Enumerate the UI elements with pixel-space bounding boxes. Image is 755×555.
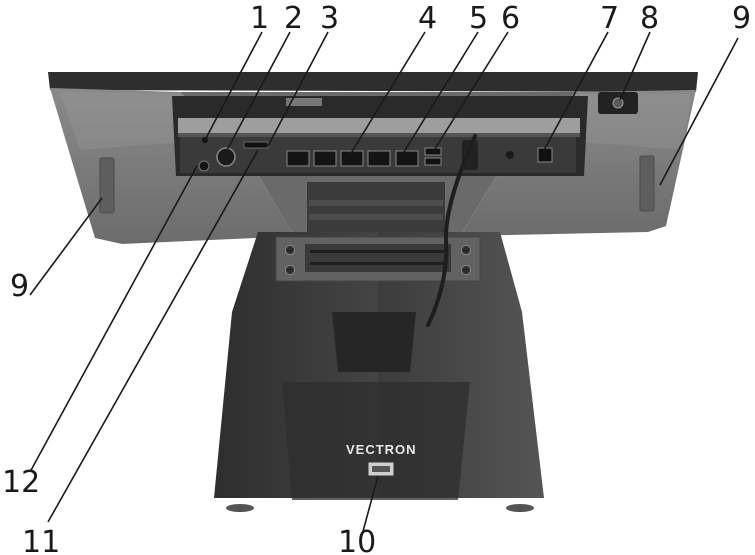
leader-9-left: [29, 197, 103, 296]
leader-5: [403, 31, 479, 153]
usb-port-10-contacts: [372, 466, 390, 472]
display-top-edge: [48, 72, 698, 92]
port-7: [537, 147, 553, 163]
callout-3: 3: [320, 1, 339, 36]
hinge-bracket-inner: [305, 244, 451, 272]
leader-3: [267, 31, 329, 147]
display-left-highlight: [60, 92, 210, 150]
side-slot-right: [639, 155, 655, 212]
leader-12: [29, 165, 198, 473]
ps2-port-2: [216, 147, 236, 167]
stand-center-shade: [332, 312, 416, 372]
rj45-port-5: [395, 150, 419, 167]
display-right-highlight: [555, 94, 690, 150]
leader-11: [47, 149, 259, 523]
callout-10: 10: [338, 525, 376, 555]
stand-foot-left: [226, 504, 254, 512]
rj45-port-c: [367, 150, 391, 167]
usb-port-6b: [424, 157, 442, 166]
rj45-port-b: [313, 150, 337, 167]
dc-power-jack-12: [198, 160, 210, 172]
side-slot-left: [99, 157, 115, 214]
leader-lines: [29, 31, 739, 536]
leader-2: [225, 31, 291, 153]
neck-ridge-1: [309, 200, 443, 206]
neck-ridge-2: [309, 214, 443, 220]
callout-1: 1: [250, 1, 269, 36]
port-label-strip: [178, 118, 580, 134]
hinge-slot-2: [310, 262, 446, 265]
leader-8: [619, 31, 651, 101]
power-button-module: [598, 92, 638, 114]
port-label-strip-shadow: [178, 133, 580, 137]
leader-10: [361, 475, 379, 536]
hinge-slot-1: [310, 250, 446, 253]
leader-4: [349, 31, 426, 156]
callout-6: 6: [501, 1, 520, 36]
leader-9-top: [659, 37, 739, 186]
bracket-screw-tr: [461, 245, 471, 255]
callout-5: 5: [469, 1, 488, 36]
callout-12: 12: [2, 465, 40, 500]
port-panel: [172, 96, 588, 176]
ventilation-grille: [286, 98, 322, 106]
card-slot-3: [243, 141, 269, 149]
power-button-icon: [612, 97, 624, 109]
bracket-screw-tl: [285, 245, 295, 255]
callout-7: 7: [600, 1, 619, 36]
brand-label: VECTRON: [346, 442, 417, 457]
stand-foot-right: [506, 504, 534, 512]
rj45-port-a: [286, 150, 310, 167]
callout-8: 8: [640, 1, 659, 36]
cable: [426, 134, 477, 327]
stand-panel-shade: [282, 382, 470, 500]
bracket-screw-br: [461, 265, 471, 275]
leader-7: [543, 31, 609, 151]
leader-1: [204, 31, 263, 141]
stand-neck: [307, 182, 445, 234]
bracket-screw-bl: [285, 265, 295, 275]
callout-9-left: 9: [10, 269, 29, 304]
callout-2: 2: [284, 1, 303, 36]
neck-body: [307, 182, 445, 234]
screw-hole: [506, 151, 514, 159]
callout-11: 11: [22, 525, 60, 555]
leader-6: [432, 31, 509, 153]
callout-4: 4: [418, 1, 437, 36]
callout-9-top: 9: [732, 1, 751, 36]
stand-body: VECTRON: [214, 232, 544, 512]
